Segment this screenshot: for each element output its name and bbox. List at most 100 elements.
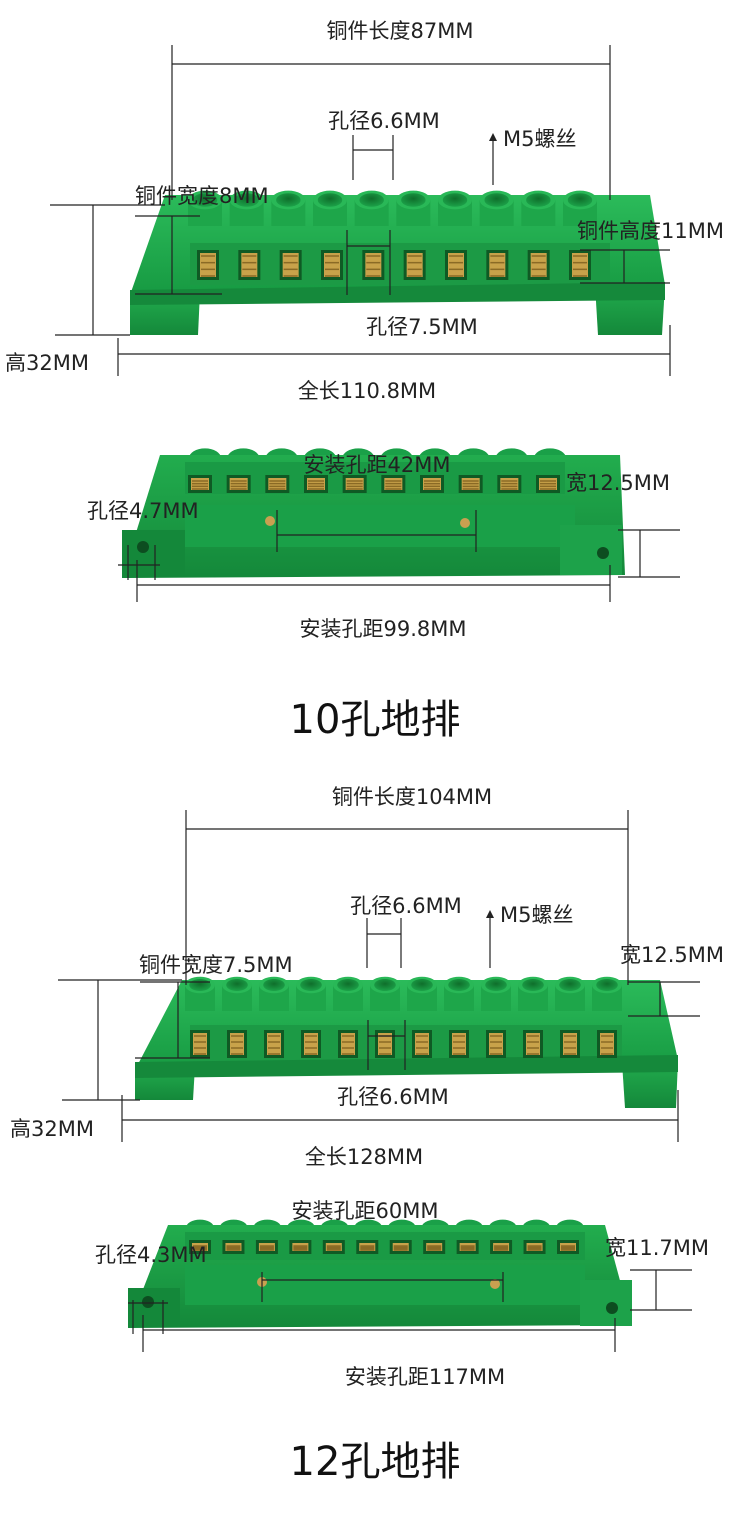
brass-slot: [188, 475, 212, 493]
screw-cap: [438, 190, 472, 226]
bar12-mount-spacing-inner-label: 安装孔距60MM: [292, 1199, 439, 1223]
brass-slot: [304, 475, 328, 493]
bar10-width-label: 宽12.5MM: [566, 471, 670, 495]
bar12-mount-hole-label: 孔径4.3MM: [95, 1243, 207, 1267]
brass-slot: [222, 1240, 245, 1254]
brass-slot: [458, 475, 483, 493]
brass-slot: [449, 1030, 469, 1058]
bar10-bottom-face: [185, 505, 575, 547]
screw-cap: [521, 190, 556, 226]
bar12-height-label: 高32MM: [10, 1117, 94, 1141]
bar10-bottom-slots: [188, 475, 560, 493]
brass-slot: [490, 1240, 513, 1254]
bar10-mount-spacing-outer-label: 安装孔距99.8MM: [300, 617, 467, 641]
screw-cap: [185, 976, 215, 1011]
brass-slot: [342, 475, 367, 493]
brass-slot: [536, 475, 560, 493]
bar10-hole-front-label: 孔径7.5MM: [366, 315, 478, 339]
bar10-mount-hole-label: 孔径4.7MM: [87, 499, 199, 523]
bar10-screw-caps: [188, 190, 597, 226]
brass-slot: [190, 1030, 210, 1058]
brass-slot: [456, 1240, 479, 1254]
bar10-inner-hole-right: [460, 518, 470, 528]
bar12-bottom-left-tab: [128, 1288, 180, 1328]
brass-slot: [264, 1030, 284, 1058]
screw-cap: [479, 190, 514, 226]
brass-slot: [381, 475, 406, 493]
brass-slot: [197, 250, 219, 280]
bar12-hole-front-label: 孔径6.6MM: [337, 1085, 449, 1109]
brass-slot: [569, 250, 591, 280]
screw-cap: [229, 190, 264, 226]
bar10-top-dimensions: 铜件长度87MM 孔径6.6MM M5螺丝 铜件宽度8MM 铜件高度11MM 高…: [5, 19, 724, 403]
brass-slot: [497, 475, 522, 493]
screw-cap: [481, 976, 511, 1011]
screw-cap: [296, 976, 326, 1011]
brass-slot: [560, 1030, 580, 1058]
brass-slot: [557, 1240, 579, 1254]
bar10-total-length-label: 全长110.8MM: [298, 379, 436, 403]
brass-slot: [227, 1030, 247, 1058]
brass-slot: [486, 250, 509, 280]
bar12-bottom-slot-strip: [185, 1232, 585, 1260]
bar10-hole-top-label: 孔径6.6MM: [328, 109, 440, 133]
brass-slot: [403, 250, 426, 280]
bar12-total-length-label: 全长128MM: [305, 1145, 423, 1169]
bar10-mount-hole-left: [137, 541, 149, 553]
bar12-top-view: [135, 976, 678, 1108]
bar10-bottom-right-tab: [560, 525, 622, 575]
bar12-bottom-dimensions: 安装孔距60MM 孔径4.3MM 宽11.7MM 安装孔距117MM: [95, 1199, 709, 1389]
bar10-bottom-view: [122, 448, 625, 578]
brass-slot: [527, 250, 550, 280]
bar12-copper-length-label: 铜件长度104MM: [332, 785, 492, 809]
screw-cap: [407, 976, 437, 1011]
brass-slot: [445, 250, 467, 280]
screw-cap: [592, 976, 622, 1011]
bar10-copper-width-label: 铜件宽度8MM: [135, 184, 269, 208]
brass-slot: [420, 475, 444, 493]
bar12-mount-spacing-outer-label: 安装孔距117MM: [345, 1365, 505, 1389]
bar12-inner-hole-right: [490, 1279, 500, 1289]
bar10-mount-spacing-inner-label: 安装孔距42MM: [304, 453, 451, 477]
bar12-mount-hole-right: [606, 1302, 618, 1314]
screw-cap: [518, 976, 548, 1011]
bar12-bottom-slots: [189, 1240, 579, 1254]
screw-cap: [354, 190, 389, 226]
brass-slot: [412, 1030, 432, 1058]
bar10-mount-hole-right: [597, 547, 609, 559]
bar12-top-dimensions: 铜件长度104MM 孔径6.6MM M5螺丝 铜件宽度7.5MM 宽12.5MM…: [10, 785, 724, 1169]
bar12-screw-caps: [185, 976, 622, 1011]
brass-slot: [375, 1030, 395, 1058]
brass-slot: [356, 1240, 379, 1254]
bar12-width-label: 宽12.5MM: [620, 943, 724, 967]
bar12-width-label-bottom: 宽11.7MM: [605, 1236, 709, 1260]
brass-slot: [238, 250, 261, 280]
brass-slot: [597, 1030, 617, 1058]
bar12-brass-slots: [190, 1030, 617, 1058]
brass-slot: [189, 1240, 211, 1254]
bar12-screw-label: M5螺丝: [500, 903, 573, 927]
bar12-mount-hole-left: [142, 1296, 154, 1308]
bar10-brass-slots: [197, 250, 591, 280]
brass-slot: [289, 1240, 312, 1254]
brass-slot: [523, 1240, 546, 1254]
screw-cap: [563, 190, 597, 226]
screw-cap: [333, 976, 363, 1011]
bar10-screw-label: M5螺丝: [503, 127, 576, 151]
screw-cap: [259, 976, 289, 1011]
bar12-bottom-face: [185, 1265, 585, 1305]
bar12-bottom-view: [128, 1219, 632, 1328]
bar10-copper-length-label: 铜件长度87MM: [327, 19, 474, 43]
brass-slot: [255, 1240, 278, 1254]
brass-slot: [389, 1240, 412, 1254]
bar10-bottom-dimensions: 安装孔距42MM 宽12.5MM 孔径4.7MM 安装孔距99.8MM: [87, 453, 680, 641]
brass-slot: [226, 475, 251, 493]
screw-cap: [444, 976, 474, 1011]
screw-cap: [271, 190, 306, 226]
brass-slot: [486, 1030, 506, 1058]
screw-cap: [555, 976, 585, 1011]
bar12-hole-top-label: 孔径6.6MM: [350, 894, 462, 918]
bar12-title: 12孔地排: [290, 1439, 461, 1485]
screw-cap: [313, 190, 347, 226]
